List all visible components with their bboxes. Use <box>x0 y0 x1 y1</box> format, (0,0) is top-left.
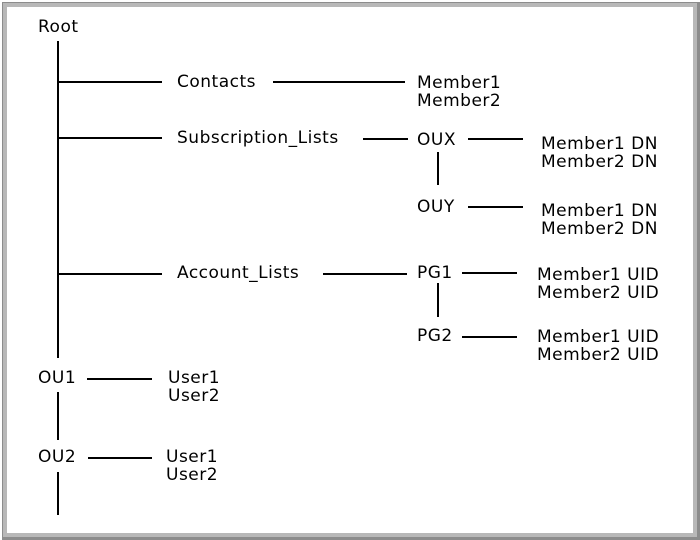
node-pg1: PG1 <box>417 263 453 283</box>
connector-ou1-users <box>87 378 152 380</box>
pg2-members: Member1 UID Member2 UID <box>537 328 659 364</box>
connector-root-trunk <box>57 41 59 358</box>
node-ouy: OUY <box>417 197 455 217</box>
connector-oux-ouy <box>437 152 439 185</box>
member-item: Member1 UID <box>537 265 660 285</box>
node-ou2: OU2 <box>38 447 77 467</box>
node-contacts: Contacts <box>177 72 256 92</box>
member-item: Member2 UID <box>537 345 660 365</box>
diagram-canvas: Root Contacts Subscription_Lists Account… <box>7 7 693 533</box>
member-item: Member1 UID <box>537 327 660 347</box>
connector-ouy-members <box>468 206 523 208</box>
connector-trunk-contacts <box>57 81 162 83</box>
node-account-lists: Account_Lists <box>177 263 300 283</box>
member-item: Member2 <box>417 91 502 111</box>
connector-trunk-subscription <box>57 137 162 139</box>
connector-contacts-members <box>273 81 405 83</box>
ou2-members: User1 User2 <box>166 448 218 484</box>
node-root: Root <box>38 17 79 37</box>
connector-subscription-oux <box>363 138 408 140</box>
connector-account-pg1 <box>323 273 407 275</box>
ou1-members: User1 User2 <box>168 369 220 405</box>
node-ou1: OU1 <box>38 368 77 388</box>
member-item: User2 <box>168 386 221 406</box>
connector-ou2-users <box>88 457 152 459</box>
member-item: Member1 DN <box>541 134 658 154</box>
member-item: User2 <box>166 465 219 485</box>
member-item: Member2 DN <box>541 152 658 172</box>
oux-members: Member1 DN Member2 DN <box>541 135 658 171</box>
connector-pg1-members <box>462 272 517 274</box>
member-item: Member2 UID <box>537 283 660 303</box>
node-pg2: PG2 <box>417 326 453 346</box>
member-item: Member1 DN <box>541 201 658 221</box>
node-oux: OUX <box>417 130 456 150</box>
member-item: User1 <box>166 447 219 467</box>
connector-ou2-tail <box>57 472 59 515</box>
connector-trunk-account <box>57 273 162 275</box>
connector-pg1-pg2 <box>437 283 439 317</box>
connector-pg2-members <box>462 336 517 338</box>
member-item: Member1 <box>417 73 502 93</box>
connector-ou1-ou2 <box>57 392 59 440</box>
node-subscription-lists: Subscription_Lists <box>177 128 339 148</box>
ouy-members: Member1 DN Member2 DN <box>541 202 658 238</box>
pg1-members: Member1 UID Member2 UID <box>537 266 659 302</box>
member-item: Member2 DN <box>541 219 658 239</box>
contacts-members: Member1 Member2 <box>417 74 501 110</box>
member-item: User1 <box>168 368 221 388</box>
connector-oux-members <box>468 138 523 140</box>
